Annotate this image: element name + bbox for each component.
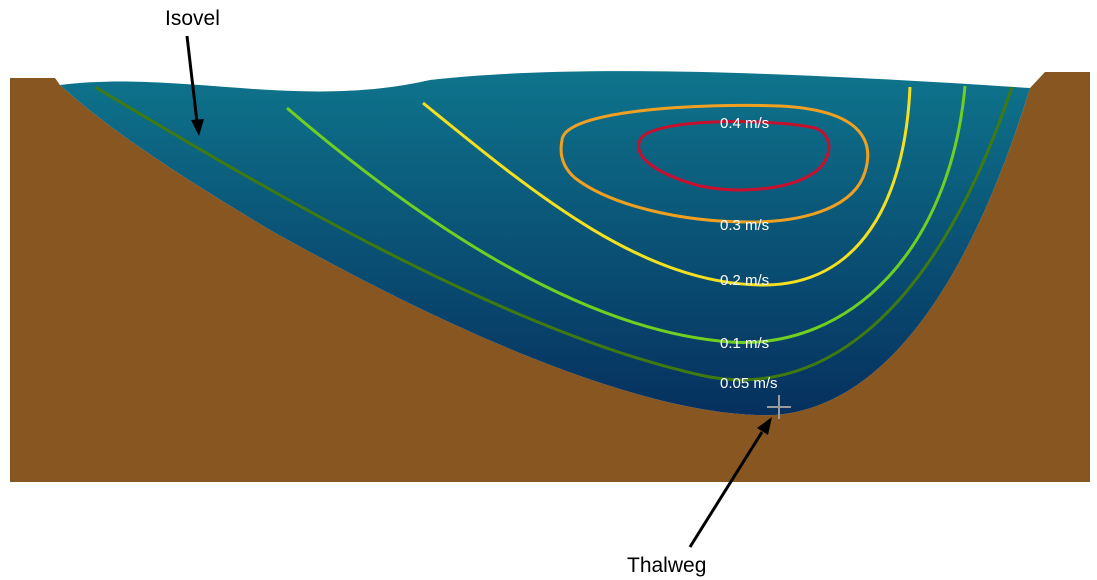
thalweg-callout-arrow xyxy=(688,417,772,548)
water-body xyxy=(60,71,1030,416)
isovel-group xyxy=(94,85,1014,382)
isovel-0-05 xyxy=(94,85,1014,382)
thalweg-callout-label: Thalweg xyxy=(627,554,706,577)
isovel-label-0-3: 0.3 m/s xyxy=(720,217,769,234)
isovel-callout-arrow xyxy=(185,35,204,136)
isovel-0-4 xyxy=(637,120,831,192)
isovel-label-0-05: 0.05 m/s xyxy=(720,375,778,392)
isovel-0-2 xyxy=(422,86,912,287)
thalweg-marker-icon xyxy=(767,395,791,419)
isovel-callout-label: Isovel xyxy=(165,7,220,30)
isovel-0-3 xyxy=(559,103,870,224)
isovel-label-0-1: 0.1 m/s xyxy=(720,335,769,352)
isovel-label-0-4: 0.4 m/s xyxy=(720,115,769,132)
isovel-0-1 xyxy=(286,85,967,344)
riverbank-soil xyxy=(10,72,1090,482)
isovel-label-0-2: 0.2 m/s xyxy=(720,272,769,289)
